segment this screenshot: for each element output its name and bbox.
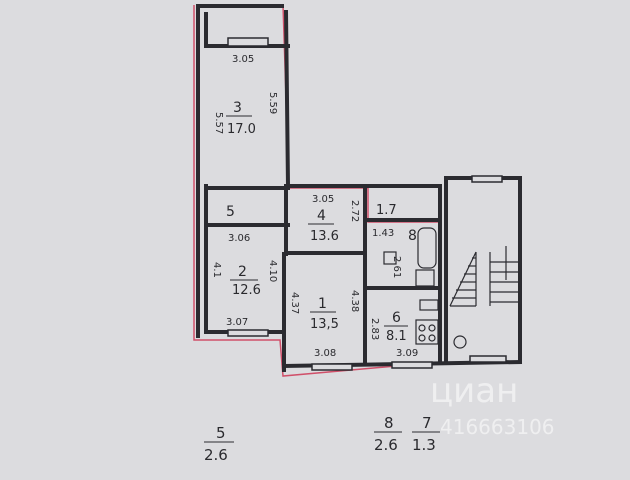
room-2: 3.06 4.1 4.10 2 12.6 3.07: [211, 233, 278, 328]
room-2-width-top: 3.06: [228, 233, 250, 244]
room-4-width: 3.05: [312, 194, 334, 205]
room-4-length: 2.72: [349, 200, 360, 222]
legend-5-area: 2.6: [204, 446, 228, 464]
room-2-length-left: 4.1: [211, 262, 222, 278]
room-1: 4.37 4.38 1 13,5 3.08: [289, 290, 360, 359]
legend: 5 2.6 8 2.6 7 1.3: [204, 414, 440, 464]
room-4-number: 4: [317, 208, 326, 224]
room-6-length: 2.83: [369, 318, 380, 340]
watermark-brand: циан: [430, 371, 518, 411]
room-5: 5: [226, 204, 235, 220]
legend-7-number: 7: [422, 414, 432, 432]
room-6: 2.83 6 8.1 3.09: [369, 310, 418, 359]
room-1-length-right: 4.38: [349, 290, 360, 312]
room-7: 1.7: [376, 203, 397, 218]
room-3-length-left: 5.57: [213, 112, 224, 134]
room-3-length-right: 5.59: [267, 92, 278, 114]
room-3: 3.05 5.57 5.59 3 17.0: [213, 54, 278, 137]
room-8-number: 8: [408, 228, 417, 244]
room-1-number: 1: [318, 296, 327, 312]
legend-8-area: 2.6: [374, 436, 398, 454]
room-6-area: 8.1: [386, 329, 407, 344]
room-3-area: 17.0: [227, 122, 256, 137]
watermark-id: 416663106: [440, 415, 555, 439]
room-3-number: 3: [233, 100, 242, 116]
room-4-area: 13.6: [310, 229, 339, 244]
room-7-area: 1.7: [376, 203, 397, 218]
room-3-width: 3.05: [232, 54, 254, 65]
room-1-length-left: 4.37: [289, 292, 300, 314]
windows: [227, 37, 507, 371]
staircase: [449, 246, 518, 349]
room-2-number: 2: [238, 264, 247, 280]
kitchen-stove: [415, 299, 439, 345]
room-2-width-bottom: 3.07: [226, 317, 248, 328]
legend-7-area: 1.3: [412, 436, 436, 454]
room-1-width: 3.08: [314, 348, 336, 359]
room-5-number: 5: [226, 204, 235, 220]
room-6-width: 3.09: [396, 348, 418, 359]
room-1-area: 13,5: [310, 317, 339, 332]
room-6-number: 6: [392, 310, 401, 326]
walls: [196, 4, 523, 372]
legend-8-number: 8: [384, 414, 394, 432]
room-8: 1.43 8 2.61: [372, 228, 417, 278]
room-8-length: 2.61: [391, 256, 402, 278]
room-4: 3.05 4 13.6 2.72: [308, 194, 360, 244]
bath-fixtures: [383, 227, 437, 287]
room-8-width: 1.43: [372, 228, 394, 239]
room-2-area: 12.6: [232, 283, 261, 298]
room-2-length-right: 4.10: [267, 260, 278, 282]
legend-5-number: 5: [216, 424, 226, 442]
watermark: циан 416663106: [430, 371, 555, 439]
